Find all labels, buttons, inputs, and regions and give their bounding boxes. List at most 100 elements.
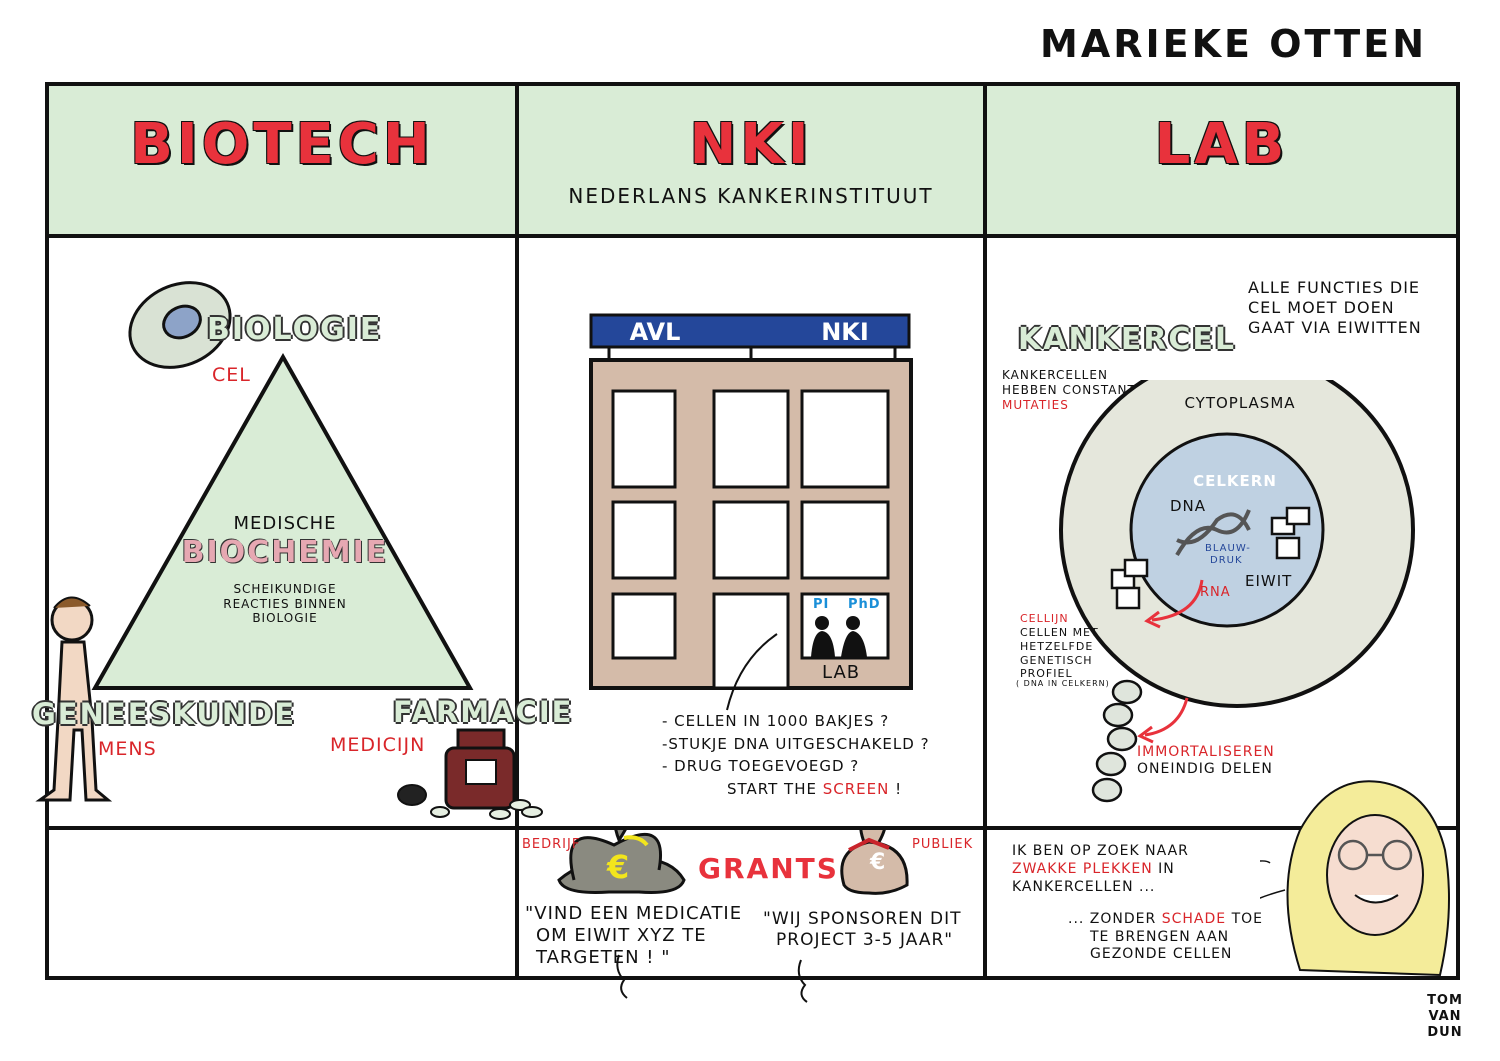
label-oneindig: ONEINDIG DELEN [1137,761,1273,777]
label-celkern: CELKERN [1193,472,1277,490]
label-biologie: BIOLOGIE [207,312,383,347]
cellijn-2: HETZELFDE [1020,640,1094,653]
door [712,592,790,690]
search-line-2: ZWAKKE PLEKKEN IN [1012,861,1175,877]
signature-3: DUN [1427,1025,1463,1040]
label-phd: PhD [848,597,881,612]
label-eiwit: EIWIT [1245,572,1293,590]
biotech-drawing [35,281,543,820]
cell-line-icon [1091,679,1143,803]
subtitle-nki: NEDERLANS KANKERINSTITUUT [568,184,934,208]
header-divider [45,234,1460,238]
nucleus-icon [162,304,202,340]
quote-right-1: "WIJ SPONSOREN DIT [763,909,962,929]
quote-right-2: PROJECT 3-5 JAAR" [776,930,954,950]
protein-icon-2 [1110,558,1149,610]
mutaties-1: KANKERCELLEN [1002,368,1108,382]
search-line-1: IK BEN OP ZOEK NAAR [1012,843,1189,859]
money-bags-drawing [557,830,909,1003]
label-pi: PI [813,597,830,612]
in-word: IN [1158,861,1175,877]
title-lab: LAB [1154,112,1289,177]
label-rna: RNA [1200,585,1231,600]
author-name: MARIEKE OTTEN [1040,22,1427,66]
label-scheik-3: BIOLOGIE [252,611,318,625]
scientists-icon [811,616,867,657]
mutaties-3: MUTATIES [1002,398,1069,412]
schade-word: SCHADE [1161,911,1227,927]
bottom-divider [45,826,1460,830]
functies-1: ALLE FUNCTIES DIE [1248,278,1421,297]
sign-avl: AVL [629,318,681,346]
mutaties-2: HEBBEN CONSTANT [1002,383,1136,397]
cellijn-1: CELLEN MET [1020,626,1099,639]
label-lab-room: LAB [822,662,861,683]
label-bedrijf: BEDRIJF [522,837,581,852]
money-bag-small-icon [840,830,909,895]
label-farmacie: FARMACIE [393,695,574,729]
nucleus-circle [1129,432,1325,628]
zonder-word: ... ZONDER [1068,911,1157,927]
pyramid-triangle [91,352,474,690]
immortal-arrow [1144,697,1189,737]
money-bag-large-icon [557,830,686,894]
euro-symbol-small: € [870,850,886,875]
quote-left-2: OM EIWIT XYZ TE [536,925,707,946]
search-line-3: KANKERCELLEN ... [1012,879,1156,895]
label-mens: MENS [98,738,157,760]
exclamation: ! [895,780,903,798]
cell-diagram [1059,380,1415,803]
grid-frame [45,82,1460,980]
person-icon [35,596,113,802]
search-line-5: TE BRENGEN AAN [1090,929,1230,945]
euro-symbol-large: € [607,848,630,886]
header-bg-nki [519,86,983,234]
cellijn-4: PROFIEL [1020,667,1073,680]
label-biochemie: BIOCHEMIE [181,535,389,570]
nki-building-drawing [589,313,913,711]
title-nki: NKI [689,112,813,177]
label-scheik-2: REACTIES BINNEN [223,597,347,611]
title-biotech: BIOTECH [130,112,434,177]
label-kankercel: KANKERCEL [1018,322,1237,357]
label-cellijn: CELLIJN [1020,612,1069,625]
label-scheik-1: SCHEIKUNDIGE [233,582,337,596]
label-immortaliseren: IMMORTALISEREN [1137,744,1275,760]
search-line-4: ... ZONDER SCHADE TOE [1068,911,1263,927]
smile-shape [1354,894,1399,904]
question-2: -STUKJE DNA UITGESCHAKELD ? [662,735,930,753]
label-cel: CEL [212,364,251,386]
medicine-jar-icon [397,728,543,820]
signature-1: TOM [1427,993,1463,1008]
screen-text: SCREEN [822,780,890,798]
sign-nki: NKI [821,318,869,346]
label-blauwdruk-2: DRUK [1210,555,1243,566]
column-divider-1 [515,82,519,980]
quote-left-3: TARGETEN ! " [536,947,671,968]
label-blauwdruk-1: BLAUW- [1205,543,1251,554]
cellijn-3: GENETISCH [1020,654,1093,667]
question-1: - CELLEN IN 1000 BAKJES ? [662,712,890,730]
dna-helix-icon [1175,509,1251,556]
cellijn-5: ( DNA IN CELKERN) [1016,679,1110,688]
rna-arrow [1151,579,1204,622]
question-3: - DRUG TOEGEVOEGD ? [662,757,860,775]
face-shape [1326,814,1424,936]
protein-icon [1270,506,1311,560]
header-bg-lab [987,86,1456,234]
start-screen-line: START THE SCREEN ! [727,780,902,798]
label-geneeskunde: GENEESKUNDE [32,697,297,731]
portrait-drawing [1260,780,1450,977]
functies-2: CEL MOET DOEN [1248,298,1395,317]
label-publiek: PUBLIEK [912,837,974,852]
label-grants: GRANTS [698,852,839,885]
label-medische: MEDISCHE [233,513,337,534]
signature-2: VAN [1428,1009,1462,1024]
zwakke-plekken: ZWAKKE PLEKKEN [1012,861,1153,877]
search-line-6: GEZONDE CELLEN [1090,946,1233,962]
start-text: START THE [727,780,817,798]
header-bg-biotech [49,86,515,234]
quote-left-1: "VIND EEN MEDICATIE [525,903,743,924]
label-dna: DNA [1170,497,1207,515]
toe-word: TOE [1231,911,1263,927]
